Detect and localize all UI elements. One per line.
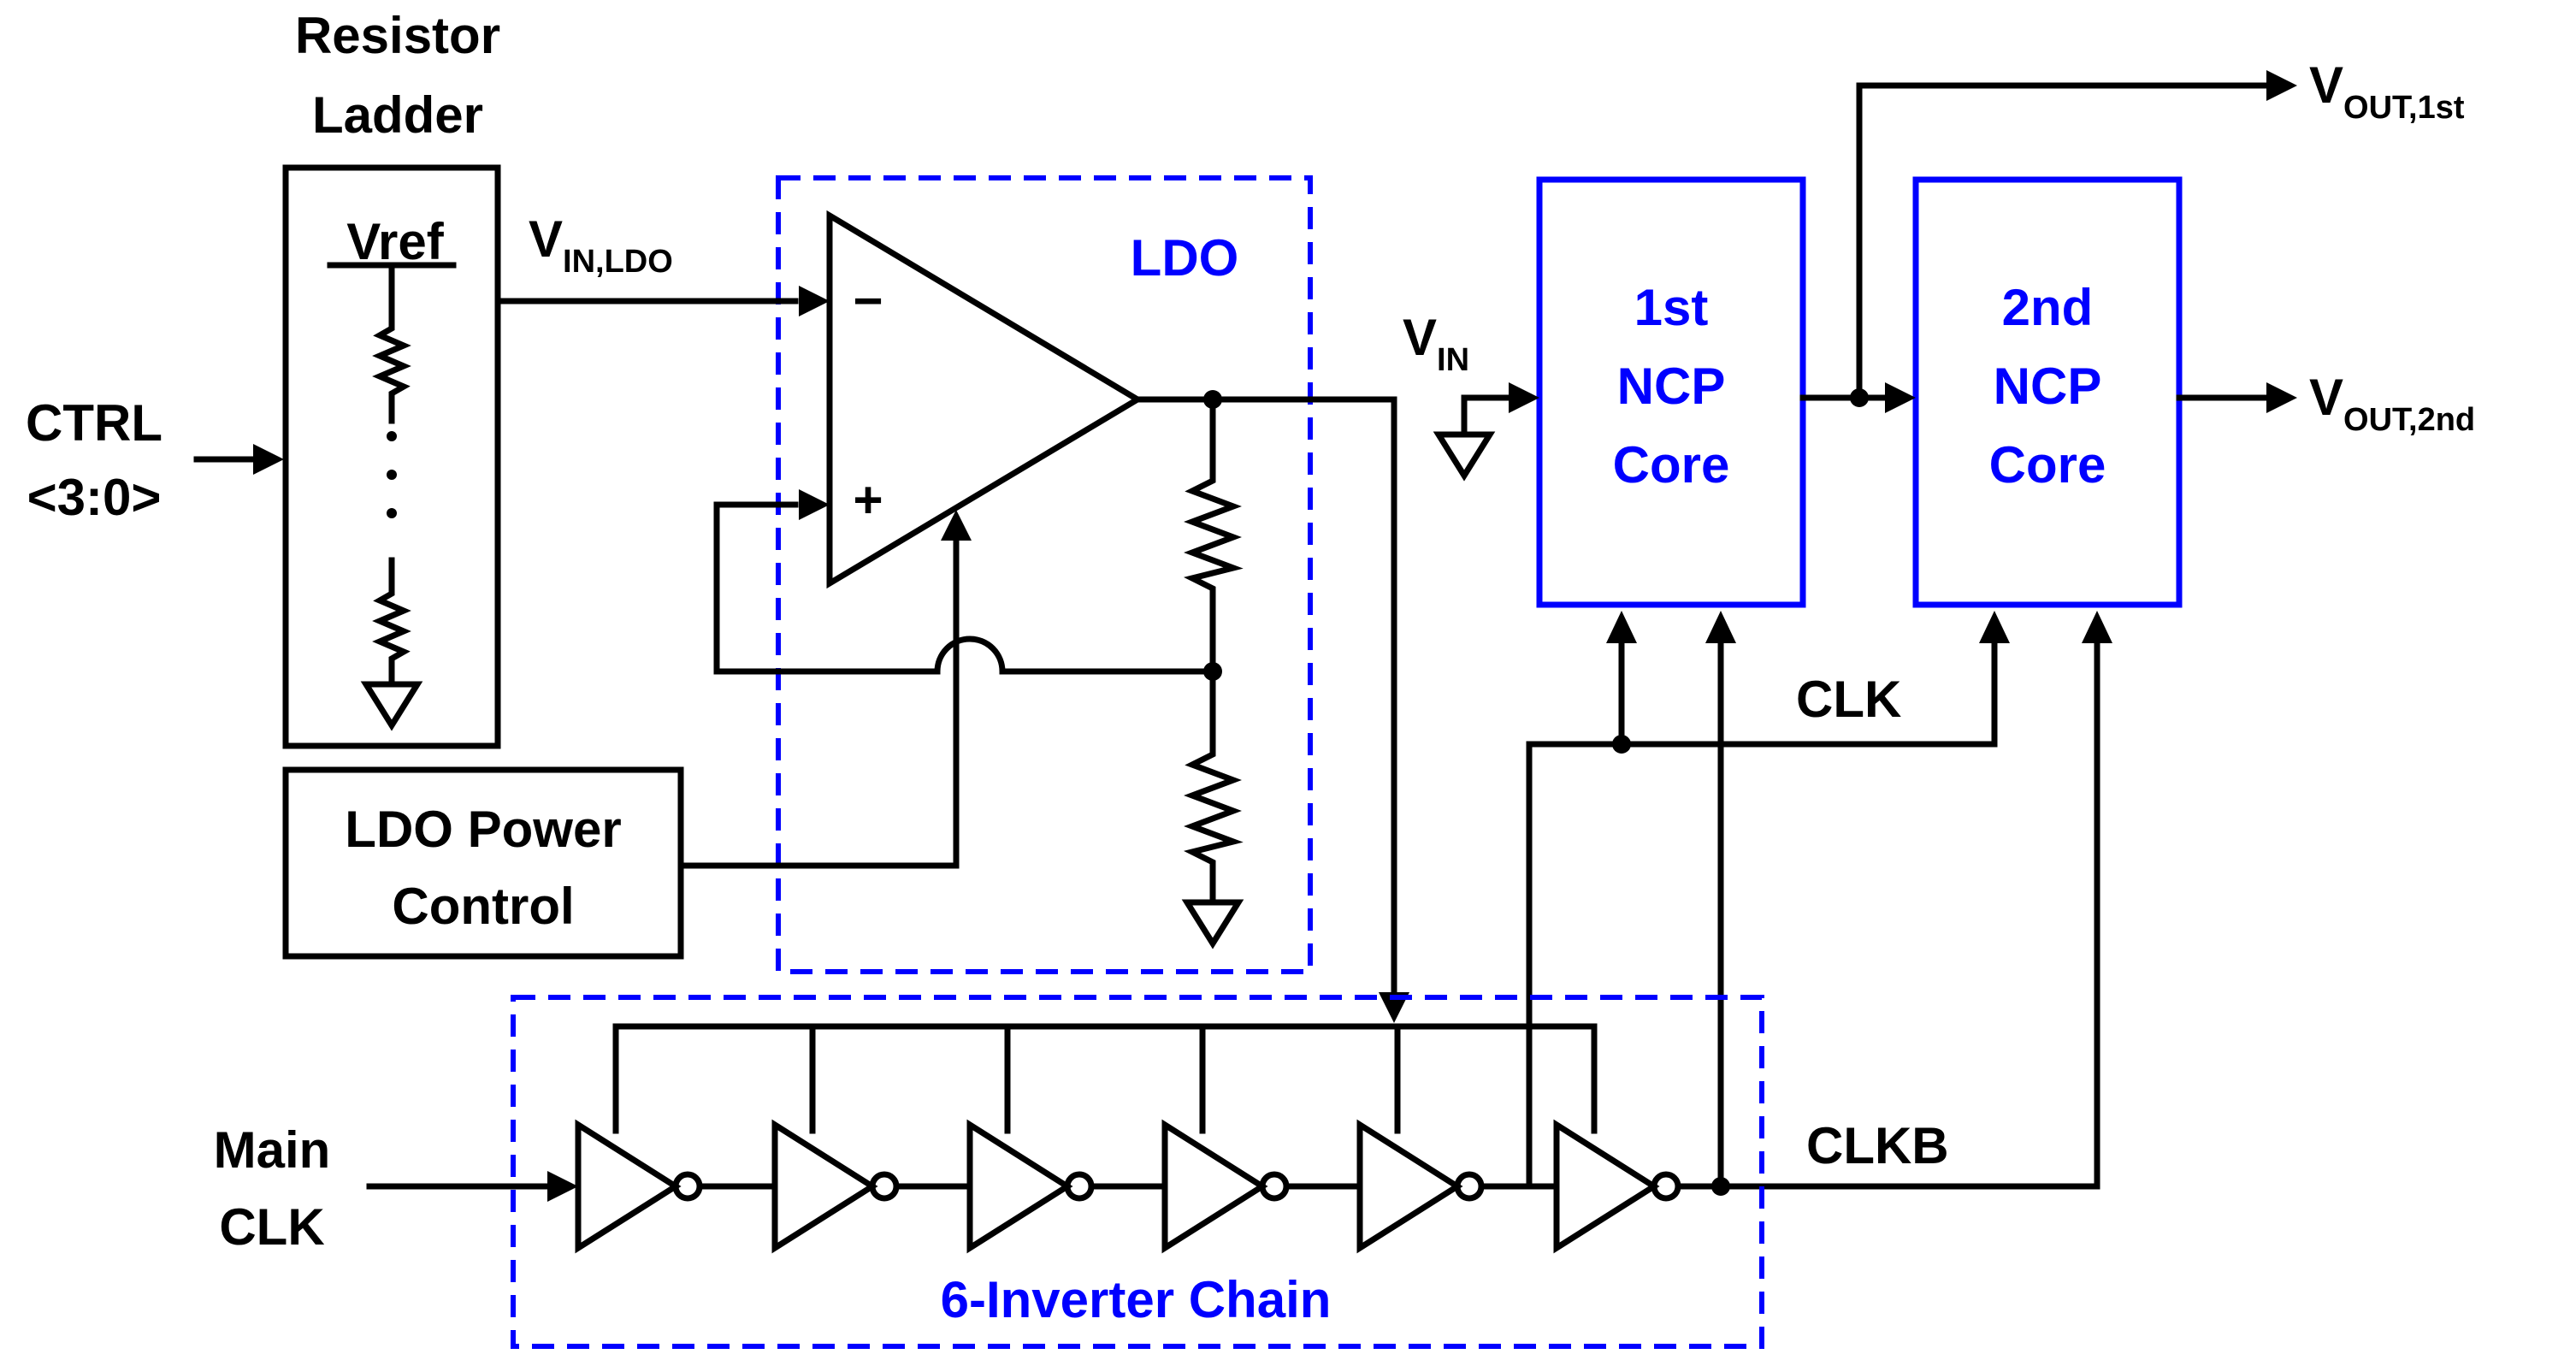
inverter-1: [575, 1119, 703, 1254]
ctrl-label-line2: <3:0>: [27, 469, 162, 526]
ncp2-line2: NCP: [1994, 358, 2102, 415]
inverter-chain-label: 6-Inverter Chain: [941, 1271, 1332, 1328]
ladder-ellipsis-dots: [387, 431, 397, 518]
vout1-main: V: [2309, 56, 2343, 114]
clkb-ncp1-arrowhead: [1705, 611, 1736, 643]
divider-upper-resistor: [1192, 453, 1233, 616]
ncp1-line2: NCP: [1617, 358, 1726, 415]
main-clk-line1: Main: [214, 1121, 331, 1179]
ctrl-label-line1: CTRL: [26, 394, 162, 452]
feedback-to-plus-wire: [713, 501, 941, 675]
clkb-label: CLKB: [1806, 1117, 1949, 1174]
vout1-sub: OUT,1st: [2343, 90, 2465, 126]
clkb-ncp2-arrowhead: [2082, 611, 2112, 643]
ncp2-line3: Core: [1989, 436, 2106, 494]
divider-junction-dot: [1203, 662, 1222, 681]
ncp1-line1: 1st: [1634, 279, 1709, 336]
clk-label: CLK: [1796, 671, 1901, 728]
chain-supply-rail: [612, 1023, 1598, 1134]
vout1-wire: [1856, 82, 2270, 401]
ncp1-line3: Core: [1613, 436, 1730, 494]
ctrl-arrowhead: [253, 444, 284, 475]
resistor-ladder-block: [282, 164, 501, 749]
clk-net-wire: [1526, 640, 1998, 1190]
feedback-crossover-hop: [934, 636, 1006, 675]
vin-label: VIN: [1403, 309, 1469, 378]
vin-ground-symbol: [1433, 431, 1496, 482]
bias-arrowhead: [941, 510, 972, 541]
clk-junction-dot: [1612, 735, 1631, 754]
vout2-label: VOUT,2nd: [2309, 369, 2475, 438]
vin-main: V: [1403, 309, 1437, 366]
ncp2-input-arrowhead: [1885, 382, 1916, 413]
clk-ncp1-arrowhead: [1606, 611, 1637, 643]
ncp-core-2nd: [1912, 176, 2183, 608]
ldo-power-control-line1: LDO Power: [345, 801, 621, 858]
ncp2-line1: 2nd: [2002, 279, 2094, 336]
ladder-ground-symbol: [360, 681, 423, 731]
main-clk-arrowhead: [547, 1171, 578, 1202]
ldo-label: LDO: [1131, 229, 1239, 287]
ladder-bottom-resistor: [380, 557, 404, 688]
clk-ncp2-arrowhead: [1979, 611, 2010, 643]
vin-sub: IN: [1437, 342, 1469, 378]
vin-ldo-sub: IN,LDO: [563, 244, 673, 280]
resistor-ladder-title-line2: Ladder: [312, 86, 483, 144]
ladder-top-resistor: [380, 262, 404, 424]
inverter-5: [1356, 1119, 1485, 1254]
ldo-power-control-wire: [677, 537, 960, 869]
plus-input-arrowhead: [799, 489, 830, 520]
ncp-core-1st: [1536, 176, 1806, 608]
vref-label: Vref: [346, 213, 444, 270]
inverter-4: [1161, 1119, 1290, 1254]
vin-ldo-arrowhead: [799, 286, 830, 316]
vout2-arrowhead: [2266, 382, 2297, 413]
clkb-net-wire: [1717, 640, 2100, 1190]
vout2-sub: OUT,2nd: [2343, 402, 2475, 438]
divider-lower-resistor: [1192, 727, 1233, 890]
vout2-main: V: [2309, 369, 2343, 426]
opamp-minus-sign: −: [853, 272, 883, 329]
resistor-ladder-title-line1: Resistor: [295, 7, 500, 64]
divider-ground-symbol: [1181, 899, 1244, 949]
vin-ldo-main: V: [529, 210, 563, 268]
inverter-2: [771, 1119, 900, 1254]
opamp-plus-sign: +: [853, 471, 883, 529]
vout1-arrowhead: [2266, 70, 2297, 101]
vin-ldo-label: VIN,LDO: [529, 210, 673, 280]
inverter-6: [1553, 1119, 1681, 1254]
ldo-opamp: [826, 210, 1143, 589]
vin-arrowhead: [1509, 382, 1539, 413]
ldo-power-control-line2: Control: [392, 878, 574, 935]
vout1-label: VOUT,1st: [2309, 56, 2465, 126]
ldo-dashed-boundary: [776, 175, 1313, 974]
inverter-chain-dashed-boundary: [511, 995, 1764, 1349]
main-clk-line2: CLK: [219, 1198, 324, 1256]
inverter-3: [966, 1119, 1095, 1254]
